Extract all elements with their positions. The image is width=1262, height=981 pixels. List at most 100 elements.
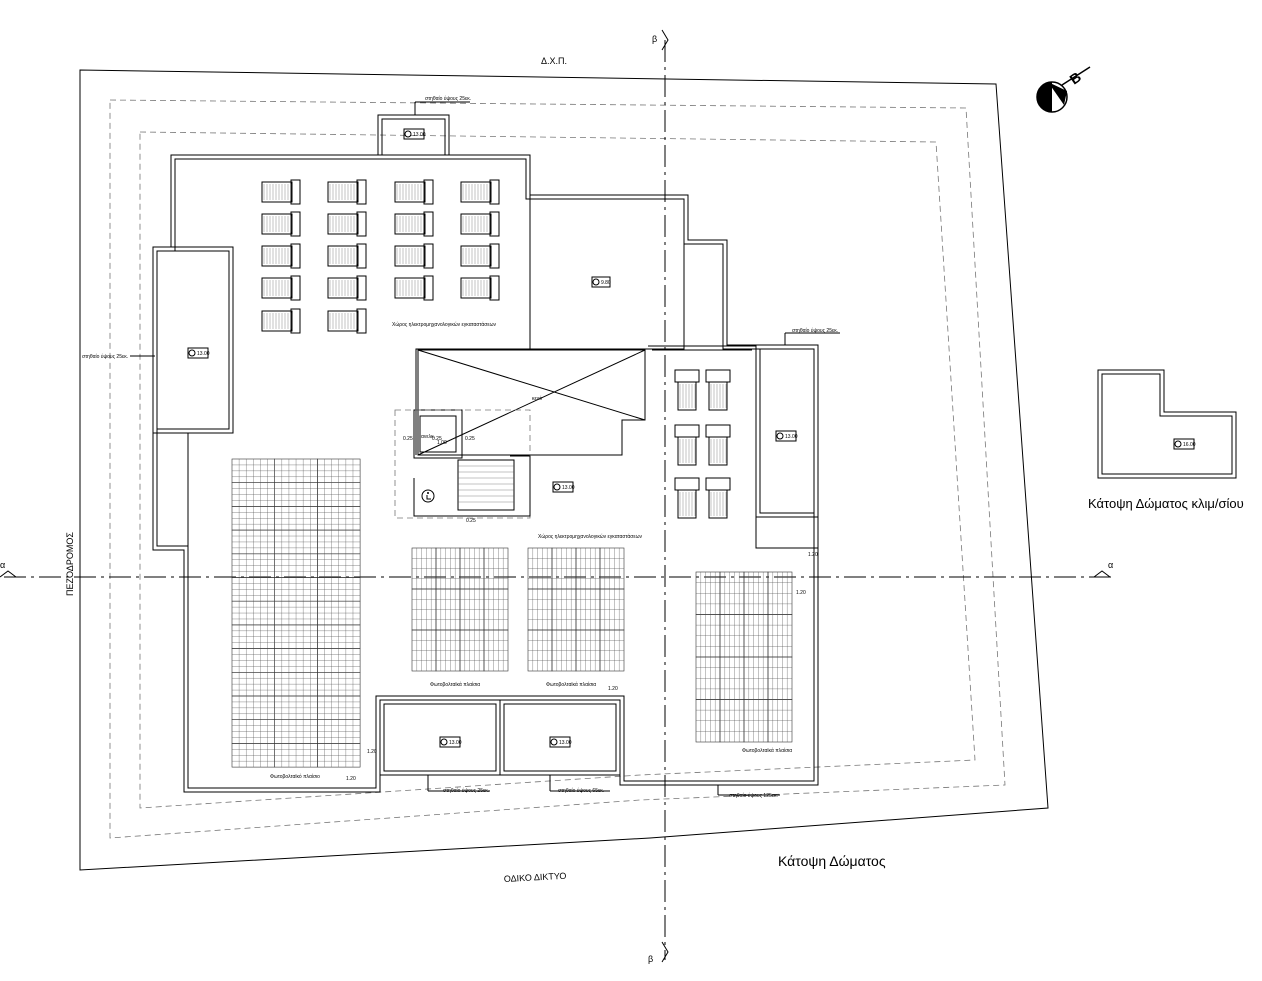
pv-panel [274, 577, 318, 602]
dim-text: 0.25 [403, 436, 413, 442]
parapet-callout-bottom-3: στηθαίο ύψους 125εκ. [717, 785, 780, 799]
stair-core [413, 455, 531, 517]
svg-text:13.00: 13.00 [197, 351, 210, 357]
svg-text:13.00: 13.00 [413, 132, 426, 138]
ac-unit [460, 179, 500, 205]
pv-panel [274, 529, 318, 555]
ac-unit [261, 308, 301, 334]
ac-unit [705, 424, 731, 466]
pv-panel [527, 547, 553, 590]
svg-text:στηθαίο ύψους 25εκ.: στηθαίο ύψους 25εκ. [82, 353, 128, 360]
svg-text:στηθαίο ύψους 25εκ.: στηθαίο ύψους 25εκ. [443, 787, 489, 794]
svg-text:13.00: 13.00 [785, 434, 798, 440]
ac-unit [327, 211, 367, 237]
pv-panel [231, 695, 276, 721]
pv-panel [317, 482, 361, 507]
pv-panel [459, 629, 485, 672]
svg-text:στηθαίο ύψους 125εκ.: στηθαίο ύψους 125εκ. [729, 792, 778, 799]
pv-panel [743, 571, 769, 615]
ac-unit [261, 179, 301, 205]
ac-roof-outline [1097, 369, 1237, 479]
ac-unit [705, 369, 731, 411]
pv-panel [274, 600, 318, 626]
building-outline [152, 154, 819, 793]
ac-unit [460, 243, 500, 269]
svg-text:στηθαίο ύψους 25εκ.: στηθαίο ύψους 25εκ. [792, 327, 838, 334]
section-beta-bottom-arrow [661, 941, 669, 963]
ac-unit [394, 179, 434, 205]
section-beta-top-arrow [661, 29, 669, 51]
pv-panel [719, 656, 745, 700]
dim-text: 1.20 [608, 686, 618, 692]
parapet-callout-top: στηθαίο ύψους 25εκ. [414, 95, 471, 115]
pv-panel [317, 624, 361, 649]
ac-unit [674, 477, 700, 519]
svg-text:στηθαίο ύψους 25εκ.: στηθαίο ύψους 25εκ. [425, 95, 471, 102]
pv-panel [317, 506, 361, 531]
pv-panel [317, 648, 361, 673]
pv-panel [483, 588, 509, 631]
pv-panel [231, 458, 276, 484]
pv-panel [767, 656, 793, 700]
ac-plan-title: Κάτοψη Δώματος κλιμ/σίου [1088, 496, 1244, 511]
pv-panel [599, 588, 625, 631]
ac-unit [327, 308, 367, 334]
site-boundary [79, 69, 1049, 871]
pv-panel [719, 571, 745, 615]
pv-panel [317, 671, 361, 697]
svg-text:13.00: 13.00 [562, 485, 575, 491]
dim-text: 0.25 [465, 436, 475, 442]
pv-panel [459, 588, 485, 631]
ac-unit-grid-top [261, 179, 500, 334]
dim-text: 1.20 [367, 749, 377, 755]
pv-panel [231, 506, 276, 531]
upper-middle-room [529, 198, 685, 350]
pv-panel [599, 629, 625, 672]
pv-panel [575, 588, 601, 631]
pv-panel [767, 571, 793, 615]
level-marker-icon: 13.00 [552, 481, 575, 493]
ac-unit [261, 243, 301, 269]
dim-text: 0.25 [466, 518, 476, 524]
pv-label-2: Φωτοβολταϊκά πλαίσια [430, 681, 480, 688]
pv-panel [317, 743, 361, 768]
pv-panel [274, 482, 318, 507]
pv-panel [435, 629, 461, 672]
pv-panel [274, 506, 318, 531]
pv-panel [695, 614, 721, 658]
pv-panel [695, 571, 721, 615]
parapet-callout-bottom-1: στηθαίο ύψους 25εκ. [427, 775, 490, 794]
pv-panel [274, 719, 318, 744]
pv-panel [459, 547, 485, 590]
ac-unit [394, 243, 434, 269]
svg-text:16.00: 16.00 [1183, 442, 1196, 448]
top-boundary-label: Δ.Χ.Π. [541, 56, 567, 66]
level-marker-icon: 13.00 [403, 128, 426, 140]
pv-panel [231, 743, 276, 768]
svg-text:13.00: 13.00 [559, 740, 572, 746]
void-label: κενό [532, 395, 542, 402]
pv-panel [743, 614, 769, 658]
pv-panel [767, 699, 793, 743]
section-alpha-left-arrow [0, 570, 17, 578]
pv-panel [575, 547, 601, 590]
level-marker-icon: 13.00 [187, 347, 210, 359]
pv-panel [527, 629, 553, 672]
pv-panel [317, 600, 361, 626]
pv-panel [435, 547, 461, 590]
pv-label-3: Φωτοβολταϊκά πλαίσια [546, 681, 596, 688]
section-alpha-right: α [1108, 560, 1113, 570]
ac-unit [460, 275, 500, 301]
void-area [417, 349, 646, 456]
pv-panel [274, 671, 318, 697]
pv-label-4: Φωτοβολταϊκά πλαίσια [742, 747, 792, 754]
svg-text:9.80: 9.80 [601, 280, 611, 286]
dim-text: 1.20 [808, 552, 818, 558]
pv-panel [527, 588, 553, 631]
pv-panel [743, 699, 769, 743]
svg-text:13.00: 13.00 [449, 740, 462, 746]
pv-panel [231, 600, 276, 626]
pv-panel [274, 648, 318, 673]
setback-line-inner [139, 131, 976, 809]
pv-panel [274, 743, 318, 768]
